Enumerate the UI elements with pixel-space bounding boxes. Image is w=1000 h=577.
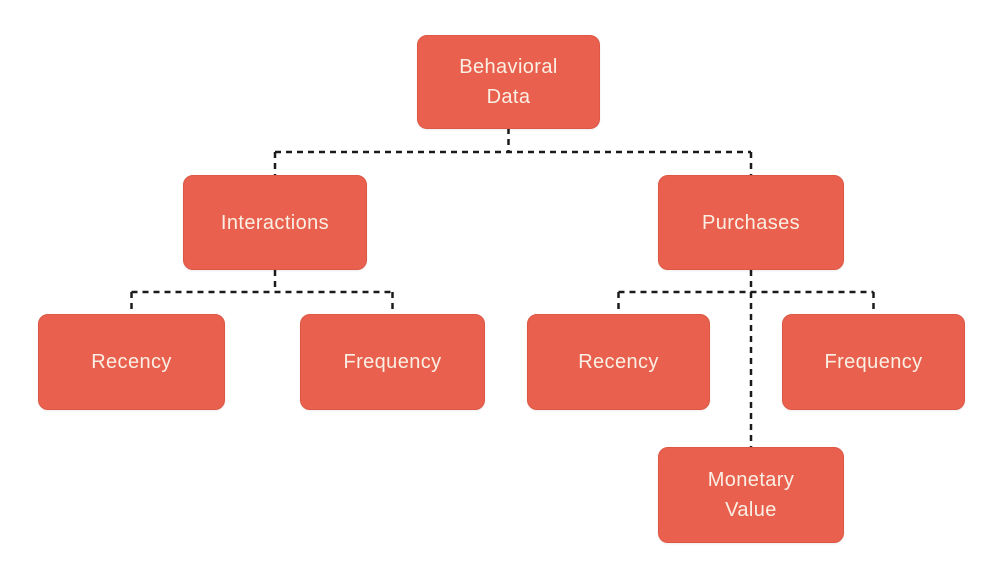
node-frequency-interactions-label: Frequency (343, 351, 442, 373)
node-interactions: Interactions (183, 175, 367, 270)
connector-root-to-level2 (273, 128, 753, 175)
node-monetary-value: Monetary Value (658, 447, 844, 543)
node-purchases-label: Purchases (701, 211, 801, 234)
node-interactions-label: Interactions (220, 211, 330, 234)
node-recency-purchases: Recency (527, 314, 710, 410)
node-frequency-purchases: Frequency (782, 314, 965, 410)
node-behavioral-data-label: Behavioral Data (459, 56, 558, 108)
node-frequency-interactions: Frequency (300, 314, 485, 410)
node-behavioral-data: Behavioral Data (417, 35, 600, 129)
node-monetary-value-label: Monetary Value (707, 469, 795, 521)
node-frequency-purchases-label: Frequency (824, 351, 923, 373)
node-purchases: Purchases (658, 175, 844, 270)
node-recency-interactions: Recency (38, 314, 225, 410)
node-recency-interactions-label: Recency (91, 351, 172, 373)
node-recency-purchases-label: Recency (578, 351, 659, 373)
connector-interactions-to-children (130, 270, 394, 314)
